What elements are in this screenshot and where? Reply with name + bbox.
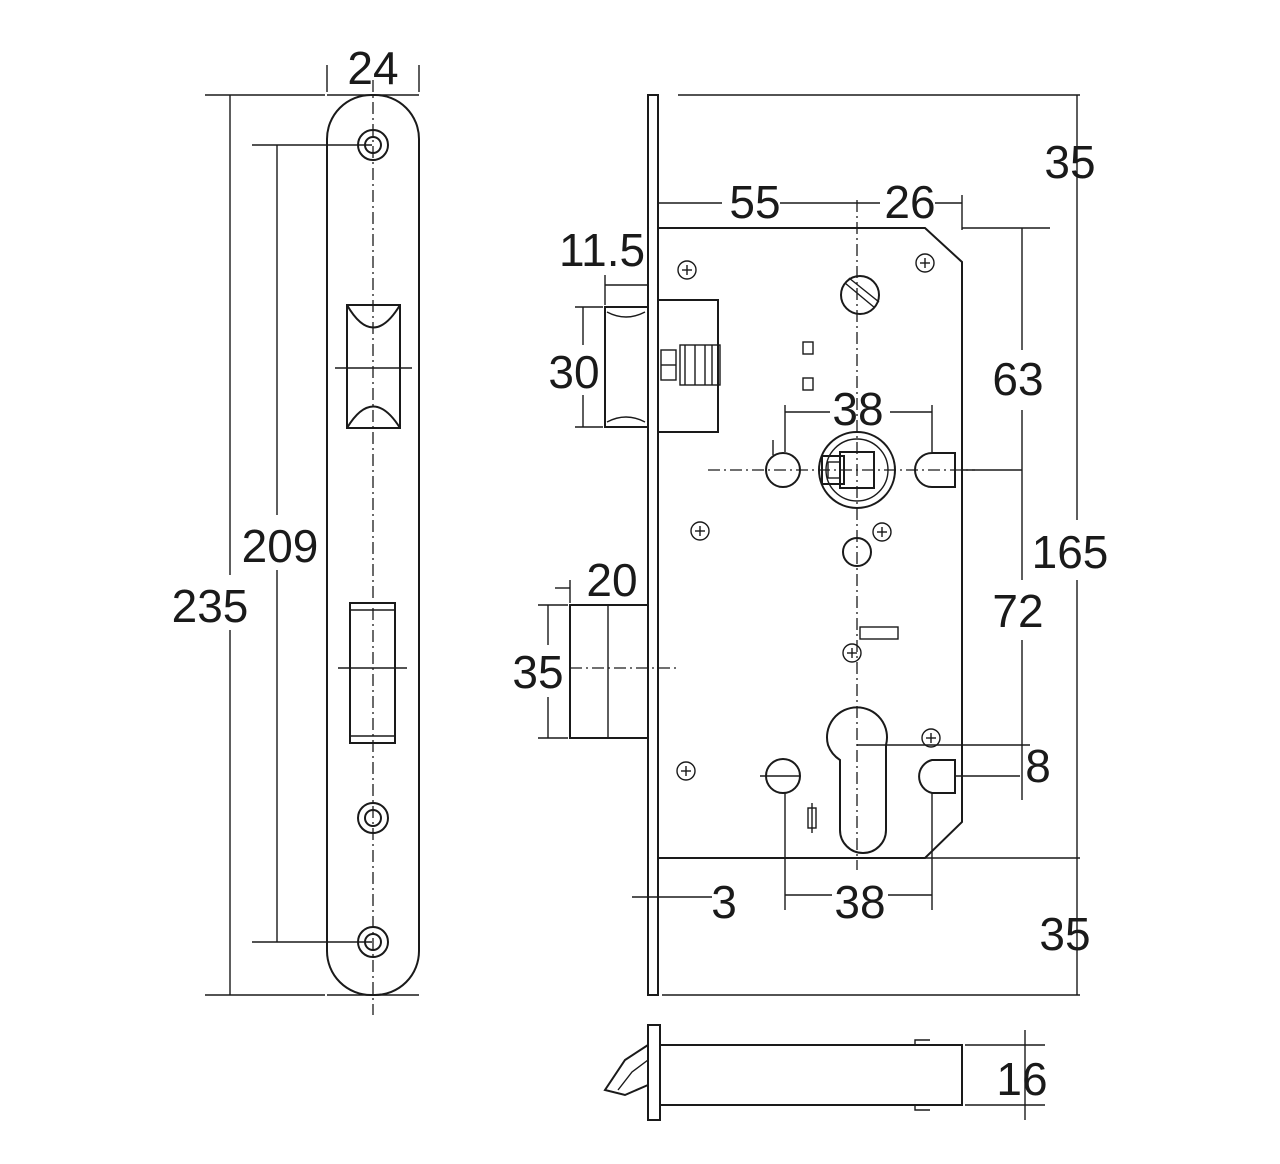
dim-latch-height: 30: [548, 346, 599, 398]
lock-body-view: 35 165 35 55 26 11.5 30 38: [512, 94, 1109, 996]
faceplate-screw-middle: [357, 802, 389, 834]
dim-upper-to-spindle: 63: [992, 353, 1043, 405]
dead-bolt: [569, 604, 680, 739]
dim-backset: 55: [729, 176, 780, 228]
case-screw: [915, 253, 935, 273]
faceplate-view: 24 235 209: [172, 42, 420, 1015]
euro-cylinder-cutout: [826, 706, 888, 854]
dim-deadbolt-height: 35: [512, 646, 563, 698]
dim-case-depth: 16: [996, 1053, 1047, 1105]
case-screw: [690, 521, 710, 541]
dim-spindle-holes-top: 38: [832, 383, 883, 435]
dim-cylinder-holes-bottom: 38: [834, 876, 885, 928]
side-faceplate: [647, 94, 659, 996]
dim-cylinder-offset: 8: [1025, 740, 1051, 792]
latch-bolt: [604, 299, 721, 433]
dim-bottom-margin: 35: [1039, 908, 1090, 960]
faceplate-bolt-opening: [349, 602, 396, 744]
lock-top-view: 16: [603, 1024, 1048, 1121]
dim-deadbolt-throw: 20: [586, 554, 637, 606]
case-screw: [676, 761, 696, 781]
dim-spindle-to-cylinder: 72: [992, 585, 1043, 637]
dim-latch-face: 11.5: [559, 224, 645, 276]
dim-screw-spacing: 209: [242, 520, 319, 572]
case-rivet-top: [840, 275, 880, 315]
dim-faceplate-width: 24: [347, 42, 398, 94]
latch-profile: [603, 1044, 649, 1097]
fix-hole-right: [914, 452, 956, 488]
dim-faceplate-height: 235: [172, 580, 249, 632]
case-screw-small: [872, 522, 892, 542]
case-screw: [842, 643, 862, 663]
dim-offset-26: 26: [884, 176, 935, 228]
lock-case-outline: [658, 227, 963, 859]
dim-plate-thickness: 3: [711, 876, 737, 928]
cyl-hole-right: [918, 759, 956, 794]
case-screw: [677, 260, 697, 280]
dim-case-height: 165: [1032, 526, 1109, 578]
dim-top-margin: 35: [1044, 136, 1095, 188]
